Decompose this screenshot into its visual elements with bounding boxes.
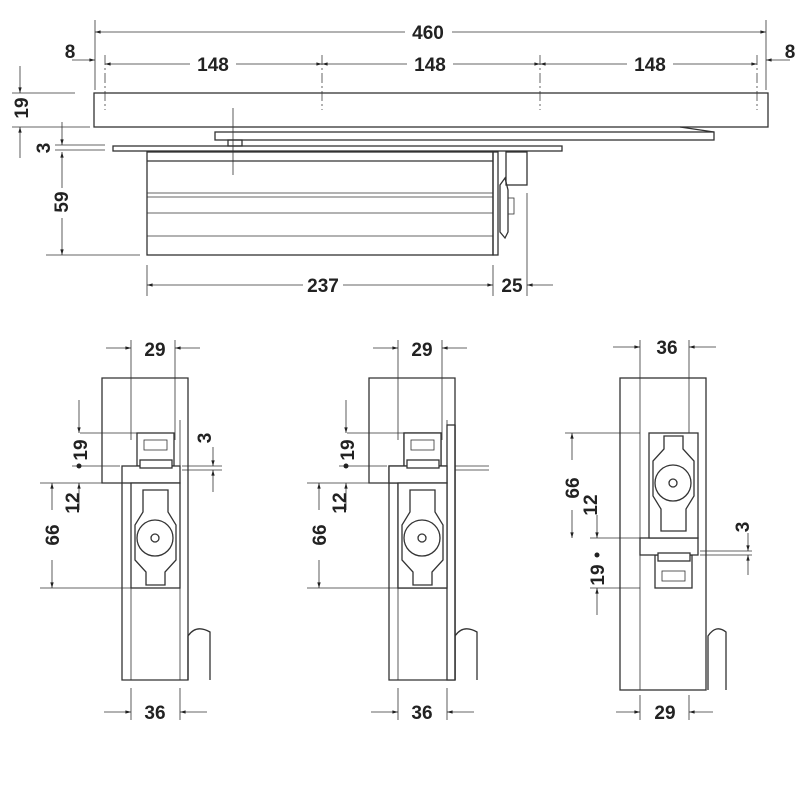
s3-top-width: 36 xyxy=(656,338,677,359)
dim-spacing-1: 148 xyxy=(197,55,229,76)
mounting-plate xyxy=(112,145,563,152)
dim-bracket-depth: 25 xyxy=(501,276,523,297)
s2-top-width: 29 xyxy=(411,340,432,361)
s1-height-12: 12 xyxy=(63,492,84,513)
s3-height-12: 12 xyxy=(581,494,602,515)
dim-spacing-3: 148 xyxy=(634,55,666,76)
dim-overall-width: 460 xyxy=(412,23,444,44)
s3-bottom-width: 29 xyxy=(654,703,675,724)
s1-bottom-width: 36 xyxy=(144,703,165,724)
dim-right-offset: 8 xyxy=(785,42,796,63)
s1-height-19: 19 xyxy=(71,439,92,460)
dim-left-offset: 8 xyxy=(65,42,76,63)
bracket xyxy=(505,151,528,186)
door-leaf xyxy=(93,92,769,128)
dim-door-thickness: 19 xyxy=(12,97,33,118)
s3-height-66: 66 xyxy=(563,477,584,498)
dim-gap: 3 xyxy=(34,143,55,154)
s1-top-width: 29 xyxy=(144,340,165,361)
dim-spacing-2: 148 xyxy=(414,55,446,76)
s2-bottom-width: 36 xyxy=(411,703,432,724)
s3-gap: 3 xyxy=(733,522,754,533)
s1-gap: 3 xyxy=(195,433,216,444)
s2-height-12: 12 xyxy=(330,492,351,513)
section-view-1 xyxy=(40,340,222,720)
closer-body xyxy=(146,151,494,256)
section-view-3 xyxy=(565,340,752,720)
top-view: 460 148 148 148 8 8 19 3 59 237 xyxy=(12,20,795,297)
s2-height-19: 19 xyxy=(338,439,359,460)
s1-height-66: 66 xyxy=(43,524,64,545)
s2-height-66: 66 xyxy=(310,524,331,545)
dim-body-length: 237 xyxy=(307,276,339,297)
section-view-2 xyxy=(307,340,489,720)
s3-height-19: 19 xyxy=(588,564,609,585)
slide-arm xyxy=(214,131,715,141)
dim-body-height: 59 xyxy=(52,191,73,212)
